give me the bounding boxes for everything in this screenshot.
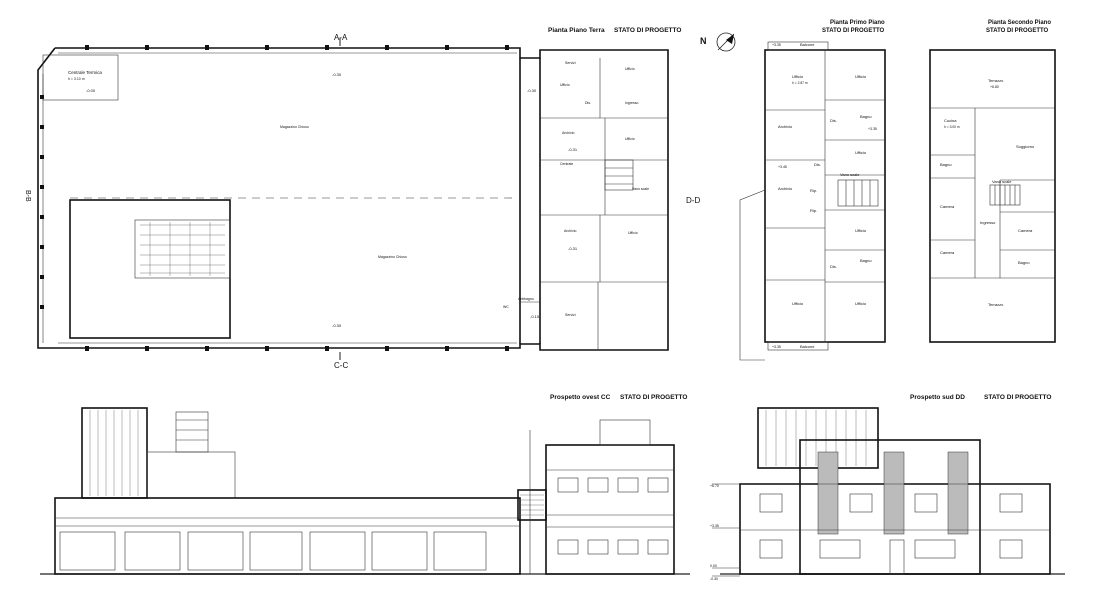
room-archivio-1: Archivio bbox=[778, 124, 793, 129]
room-bagno-1: Bagno bbox=[940, 162, 952, 167]
room-ufficio-4: Ufficio bbox=[628, 231, 638, 235]
room-archivio-1: Archivio bbox=[562, 131, 575, 135]
room-ingresso: Ingresso bbox=[980, 220, 996, 225]
level-marker: -0.15 bbox=[530, 314, 540, 319]
room-ufficio-1: Ufficio bbox=[560, 83, 570, 87]
elevation-level: +6.70 bbox=[710, 484, 719, 488]
west-elevation-status: STATO DI PROGETTO bbox=[620, 394, 687, 401]
room-magazzino-2: Magazzino Chiuso bbox=[378, 255, 407, 259]
room-centrale-termica: Centrale Termica bbox=[68, 70, 102, 75]
room-soggiorno: Soggiorno bbox=[1016, 144, 1035, 149]
south-elevation-status: STATO DI PROGETTO bbox=[984, 394, 1051, 401]
room-terrazzo-top: Terrazzo bbox=[988, 78, 1004, 83]
south-elevation: Prospetto sud DD STATO DI PROGETTO bbox=[710, 394, 1065, 581]
room-rip-1: Rip. bbox=[810, 188, 817, 193]
room-camera-3: Camera bbox=[940, 250, 955, 255]
level-marker: +3.45 bbox=[778, 165, 787, 169]
level-marker: -0.00 bbox=[86, 88, 96, 93]
first-floor-plan: Pianta Primo Piano STATO DI PROGETTO Bal… bbox=[739, 20, 886, 361]
room-ufficio-3: Ufficio bbox=[855, 150, 867, 155]
room-ufficio-5: Ufficio bbox=[792, 301, 804, 306]
section-bb-label: B-B bbox=[24, 190, 31, 202]
room-vano-scale: Vano scale bbox=[840, 172, 860, 177]
elevation-level: 0.00 bbox=[710, 564, 717, 568]
room-balcone-top: Balcone bbox=[800, 42, 815, 47]
level-marker: -0.31 bbox=[568, 246, 578, 251]
room-terrazzo-bottom: Terrazzo bbox=[988, 302, 1004, 307]
room-vano-scale: Vano scale bbox=[632, 187, 649, 191]
room-ingresso: Ingresso bbox=[625, 101, 638, 105]
room-balcone-bottom: Balcone bbox=[800, 344, 815, 349]
level-marker: -0.30 bbox=[527, 88, 537, 93]
room-height: h = 3.00 m bbox=[944, 125, 960, 129]
room-ufficio-3: Ufficio bbox=[625, 137, 635, 141]
room-camera-2: Camera bbox=[1018, 228, 1033, 233]
room-ufficio-6: Ufficio bbox=[855, 301, 867, 306]
room-dis-2: Dis. bbox=[814, 162, 821, 167]
room-vano-scale: Vano scale bbox=[992, 179, 1012, 184]
elevation-level: -0.30 bbox=[710, 577, 718, 581]
ground-plan-title: Pianta Piano Terra bbox=[548, 27, 605, 34]
first-plan-status: STATO DI PROGETTO bbox=[822, 28, 885, 34]
south-elevation-title: Prospetto sud DD bbox=[910, 394, 965, 401]
section-dd-label: D-D bbox=[686, 196, 700, 205]
room-camera-1: Camera bbox=[940, 204, 955, 209]
room-dis: Dis. bbox=[585, 101, 591, 105]
room-centrale: Centrale bbox=[560, 162, 573, 166]
north-arrow: N bbox=[700, 32, 736, 52]
room-magazzino-1: Magazzino Chiuso bbox=[280, 125, 309, 129]
room-rip-2: Rip. bbox=[810, 208, 817, 213]
room-antibagno: Antibagno bbox=[518, 297, 534, 301]
room-centrale-height: h = 3.10 m bbox=[68, 77, 85, 81]
west-elevation-title: Prospetto ovest CC bbox=[550, 394, 611, 401]
room-archivio-2: Archivio bbox=[564, 229, 577, 233]
ground-plan-status: STATO DI PROGETTO bbox=[614, 27, 681, 34]
room-bagno-2: Bagno bbox=[860, 258, 872, 263]
room-ufficio-1: Ufficio bbox=[792, 74, 804, 79]
second-plan-status: STATO DI PROGETTO bbox=[986, 28, 1049, 34]
room-ufficio-2: Ufficio bbox=[855, 74, 867, 79]
section-cc-label: C-C bbox=[334, 361, 348, 370]
level-marker: -0.30 bbox=[332, 72, 342, 77]
ground-floor-plan: A-A C-C D-D B-B Pianta Piano Terra STATO… bbox=[24, 27, 700, 370]
room-wc: WC bbox=[503, 305, 509, 309]
west-elevation: Prospetto ovest CC STATO DI PROGETTO bbox=[40, 394, 690, 575]
room-cucina: Cucina bbox=[944, 118, 957, 123]
first-plan-title: Pianta Primo Piano bbox=[830, 20, 885, 26]
room-bagno-1: Bagno bbox=[860, 114, 872, 119]
north-label: N bbox=[700, 36, 707, 46]
section-aa-label: A-A bbox=[334, 33, 348, 42]
second-plan-title: Pianta Secondo Piano bbox=[988, 20, 1051, 26]
room-bagno-2: Bagno bbox=[1018, 260, 1030, 265]
room-dis-1: Dis. bbox=[830, 118, 837, 123]
level-marker: -0.30 bbox=[332, 323, 342, 328]
elevation-level: +3.35 bbox=[710, 524, 719, 528]
room-servizi-1: Servizi bbox=[565, 61, 576, 65]
room-height: h = 2.87 m bbox=[792, 81, 808, 85]
room-dis-3: Dis. bbox=[830, 264, 837, 269]
level-marker: -0.31 bbox=[568, 147, 578, 152]
level-marker: +3.35 bbox=[772, 345, 781, 349]
room-servizi-2: Servizi bbox=[565, 313, 576, 317]
level-marker: +3.35 bbox=[772, 43, 781, 47]
room-archivio-2: Archivio bbox=[778, 186, 793, 191]
level-marker: +6.80 bbox=[990, 85, 999, 89]
level-marker: +3.35 bbox=[868, 127, 877, 131]
room-ufficio-2: Ufficio bbox=[625, 67, 635, 71]
second-floor-plan: Pianta Secondo Piano STATO DI PROGETTO T… bbox=[929, 20, 1056, 343]
room-ufficio-4: Ufficio bbox=[855, 228, 867, 233]
